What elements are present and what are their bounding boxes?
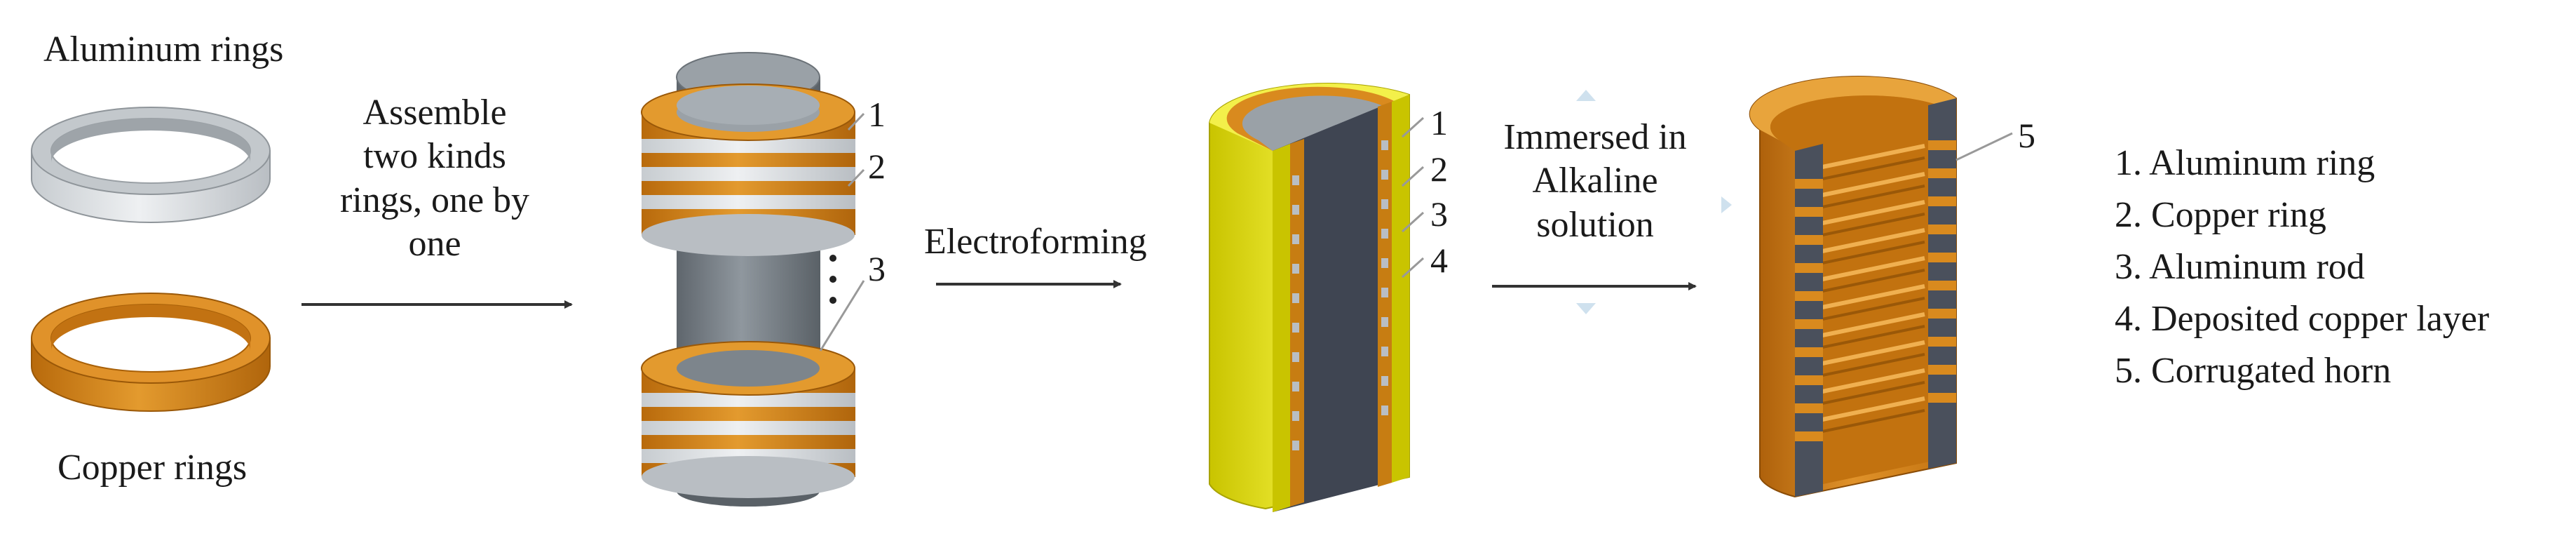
- assemble-line-2: two kinds: [363, 136, 506, 177]
- corrugated-horn-illustration: [1749, 76, 2013, 498]
- copper-ring-illustration: [31, 293, 271, 412]
- aluminum-ring-illustration: [31, 107, 271, 223]
- assembled-stack-illustration: [641, 52, 865, 507]
- assemble-line-4: one: [408, 224, 461, 264]
- stack-part-number-1: 1: [868, 95, 886, 134]
- section-part-number-4: 4: [1430, 241, 1448, 280]
- section-part-number-2: 2: [1430, 149, 1448, 189]
- assemble-step-text: Assemble two kinds rings, one by one: [319, 91, 550, 267]
- section-part-number-3: 3: [1430, 194, 1448, 234]
- copper-rings-label: Copper rings: [57, 448, 248, 488]
- stack-part-number-2: 2: [868, 147, 886, 186]
- immersion-step-text: Immersed in Alkaline solution: [1486, 116, 1704, 247]
- parts-legend: 1. Aluminum ring 2. Copper ring 3. Alumi…: [2115, 138, 2489, 397]
- legend-item-3: 3. Aluminum rod: [2115, 247, 2365, 287]
- horn-part-number-5: 5: [2018, 116, 2035, 155]
- electroformed-section-illustration: [1209, 83, 1425, 512]
- stack-part-number-3: 3: [868, 249, 886, 288]
- electroforming-step-text: Electroforming: [924, 222, 1147, 262]
- immersion-line-2: Alkaline: [1532, 161, 1658, 201]
- legend-item-4: 4. Deposited copper layer: [2115, 299, 2490, 339]
- legend-item-2: 2. Copper ring: [2115, 195, 2326, 235]
- aluminum-rings-label: Aluminum rings: [43, 29, 284, 69]
- legend-item-5: 5. Corrugated horn: [2115, 351, 2392, 391]
- decorative-markers: [1576, 90, 1732, 314]
- section-part-number-1: 1: [1430, 103, 1448, 142]
- assemble-line-1: Assemble: [362, 93, 507, 133]
- assemble-line-3: rings, one by: [339, 180, 530, 220]
- immersion-line-1: Immersed in: [1503, 117, 1687, 157]
- immersion-line-3: solution: [1536, 204, 1654, 245]
- legend-item-1: 1. Aluminum ring: [2115, 143, 2375, 183]
